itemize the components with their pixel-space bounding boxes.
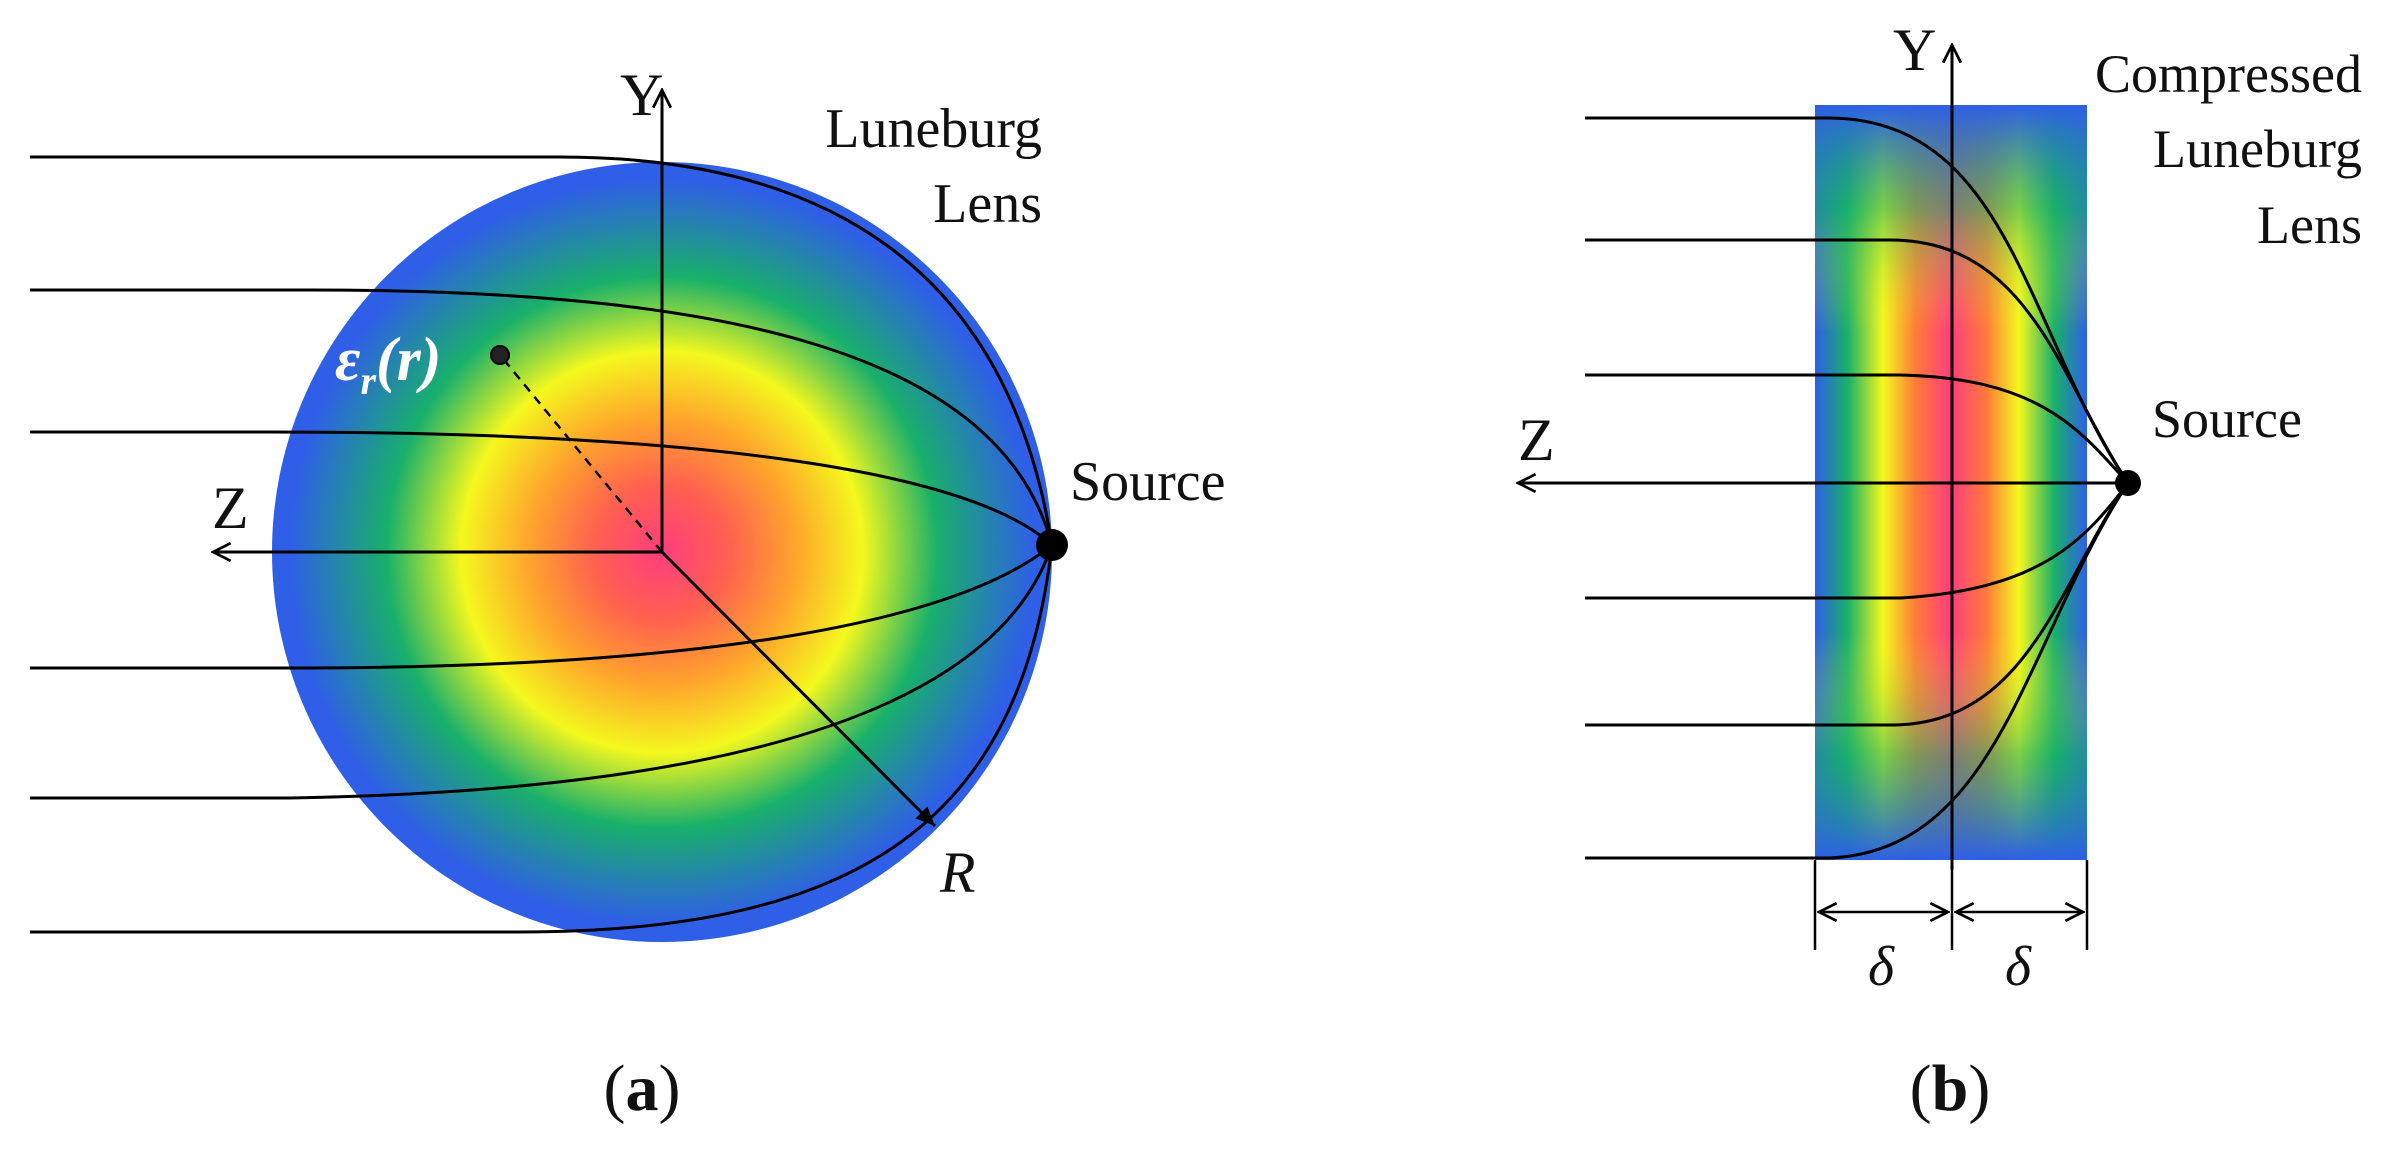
permittivity-argument: (r) xyxy=(376,326,441,394)
lens-label-a-line2: Lens xyxy=(933,173,1042,235)
permittivity-subscript: r xyxy=(360,358,376,403)
delta-label-left: δ xyxy=(1868,936,1895,998)
z-axis-label-b: Z xyxy=(1518,407,1555,473)
lens-label-b-line1: Compressed xyxy=(2095,44,2362,104)
delta-label-right: δ xyxy=(2005,936,2032,998)
panel-b: Y Z Compressed Luneburg Lens Source δ δ … xyxy=(1518,17,2362,1125)
caption-b-letter: b xyxy=(1932,1052,1969,1125)
ray-b-6 xyxy=(1585,482,2130,860)
source-label-b: Source xyxy=(2152,389,2302,449)
ray-a-3 xyxy=(30,430,1054,547)
ray-a-5 xyxy=(30,544,1054,800)
radius-label: R xyxy=(939,840,975,905)
radius-vector xyxy=(660,550,937,828)
caption-a-open: ( xyxy=(604,1052,626,1125)
y-axis-label-a: Y xyxy=(620,62,663,128)
source-point-a xyxy=(1036,529,1068,561)
lens-label-a-line1: Luneburg xyxy=(825,98,1042,160)
source-point-b xyxy=(2115,470,2141,496)
r-vector-dashed xyxy=(499,354,663,553)
z-axis-label-a: Z xyxy=(212,475,249,541)
ray-a-1 xyxy=(30,155,1054,546)
caption-a-close: ) xyxy=(659,1052,681,1125)
y-axis-label-b: Y xyxy=(1893,17,1936,83)
ray-b-3 xyxy=(1585,373,2130,485)
caption-b: (b) xyxy=(1910,1052,1991,1125)
ray-b-2 xyxy=(1585,238,2130,484)
permittivity-point xyxy=(490,345,510,365)
ray-a-2 xyxy=(30,288,1054,546)
permittivity-symbol: ε xyxy=(335,326,360,394)
lens-label-b-line3: Lens xyxy=(2257,195,2362,255)
permittivity-label: εr(r) xyxy=(335,326,441,403)
ray-a-6 xyxy=(30,544,1054,934)
panel-a: Y Z Luneburg Lens Source R εr(r) (a) xyxy=(30,62,1226,1125)
ray-b-4 xyxy=(1585,482,2130,600)
source-label-a: Source xyxy=(1070,451,1226,513)
caption-b-open: ( xyxy=(1910,1052,1932,1125)
ray-a-4 xyxy=(30,543,1053,670)
lens-label-b-line2: Luneburg xyxy=(2153,119,2362,179)
caption-a: (a) xyxy=(604,1052,681,1125)
caption-b-close: ) xyxy=(1968,1052,1990,1125)
caption-a-letter: a xyxy=(626,1052,659,1125)
